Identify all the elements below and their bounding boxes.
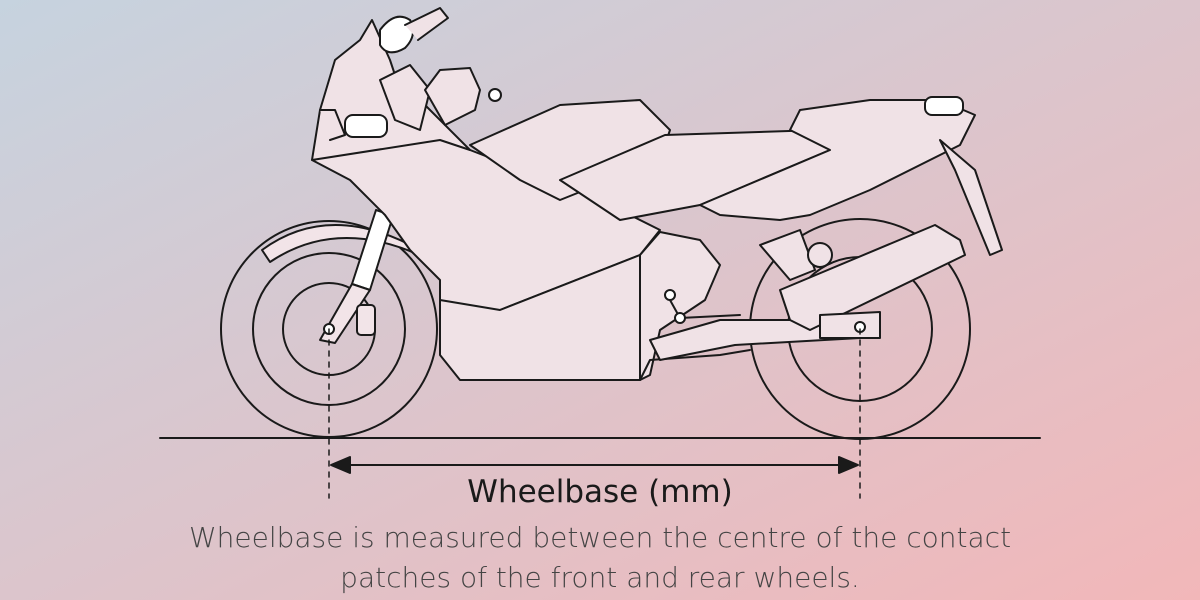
exhaust [779, 224, 966, 331]
taillight [924, 96, 964, 116]
wheelbase-caption: Wheelbase is measured between the centre… [188, 521, 1012, 594]
wheelbase-label: Wheelbase (mm) [467, 474, 733, 510]
tail-fairing [699, 99, 976, 221]
windscreen [379, 64, 431, 131]
rear-shock [759, 229, 816, 281]
front-fork [319, 209, 394, 344]
headlight [344, 114, 388, 138]
